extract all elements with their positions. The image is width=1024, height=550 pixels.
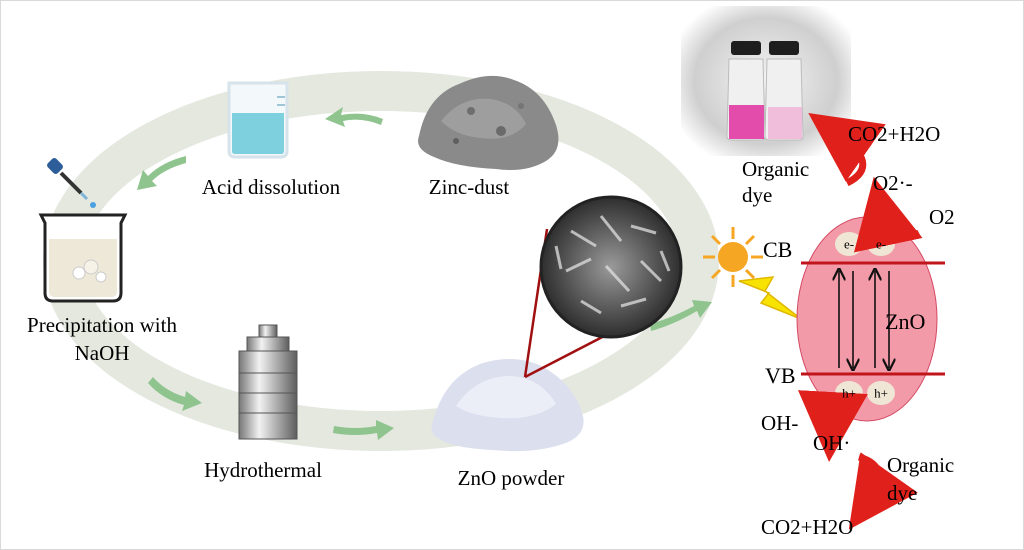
- cycle-arrow-4: [333, 420, 394, 440]
- beaker-icon: [227, 81, 289, 159]
- label-superoxide: O2·-: [873, 171, 913, 195]
- label-cb: CB: [763, 237, 793, 262]
- label-bottom-organic-line1: Organic: [887, 453, 955, 477]
- label-top-products: CO2+H2O: [848, 122, 941, 146]
- hole-label-2: h+: [874, 385, 888, 401]
- zinc-dust-icon: [418, 75, 559, 170]
- arrow-oh-to-radical: [797, 390, 868, 462]
- arrow-o2-to-superoxide: [853, 176, 923, 253]
- electron-label-1: e-: [843, 236, 855, 252]
- cycle-arrows: [137, 107, 712, 440]
- label-top-organic-line1: Organic: [742, 157, 810, 181]
- sample-vials-photo: [681, 6, 851, 156]
- cycle-arrow-1: [325, 107, 383, 127]
- label-hydroxide: OH-: [761, 411, 799, 435]
- sem-image: [539, 195, 683, 339]
- dropper-icon: [47, 158, 96, 208]
- sem-zoom: [523, 195, 683, 379]
- label-bottom-organic-line2: dye: [887, 481, 918, 505]
- arrow-dye-to-co2-bottom: [848, 452, 918, 530]
- electron-label-2: e-: [875, 236, 887, 252]
- label-zno: ZnO: [885, 309, 926, 334]
- label-hydroxyl-radical: OH·: [813, 431, 851, 455]
- hole-label-1: h+: [842, 385, 856, 401]
- excitation-arrows: [839, 271, 889, 368]
- label-zinc-dust: Zinc-dust: [428, 175, 510, 199]
- label-zno-powder: ZnO powder: [457, 466, 565, 490]
- hole-pill-2: [867, 381, 895, 405]
- cycle-arrow-2: [137, 156, 186, 190]
- label-bottom-products: CO2+H2O: [761, 515, 854, 539]
- label-precipitation-line2: NaOH: [74, 341, 130, 365]
- sun-icon: [703, 227, 763, 287]
- label-hydrothermal: Hydrothermal: [204, 458, 322, 482]
- arrow-dye-to-co2-top: [808, 113, 886, 187]
- label-precipitation-line1: Precipitation with: [27, 313, 177, 337]
- label-top-organic-line2: dye: [742, 183, 773, 207]
- precipitation-beaker-icon: [38, 213, 128, 303]
- label-acid-dissolution: Acid dissolution: [201, 175, 341, 199]
- lightning-icon: [738, 276, 802, 320]
- autoclave-icon: [238, 324, 298, 440]
- label-oxygen: O2: [929, 205, 955, 229]
- zno-powder-icon: [431, 359, 584, 452]
- cycle-arrow-5: [650, 300, 712, 331]
- label-vb: VB: [765, 363, 796, 388]
- reaction-arrows: [797, 113, 923, 530]
- cycle-arrow-3: [148, 377, 202, 411]
